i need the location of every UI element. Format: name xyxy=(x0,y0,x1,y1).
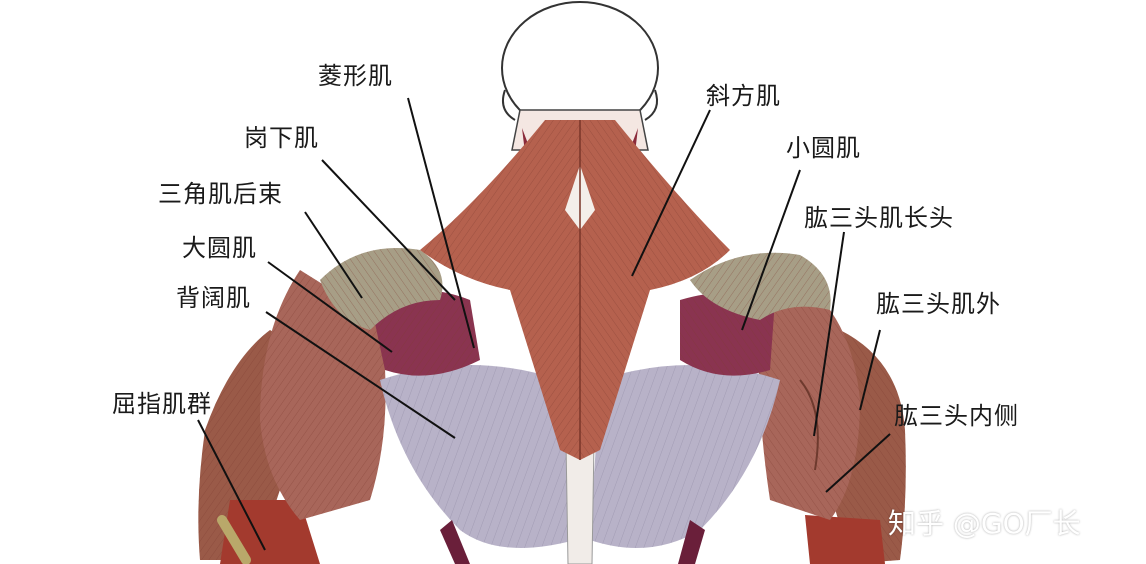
label-forearm-flexors: 屈指肌群 xyxy=(112,392,212,416)
watermark: 知乎 @GO厂长 xyxy=(888,502,1081,542)
label-triceps-lateral: 肱三头肌外 xyxy=(876,292,1001,316)
lats-right xyxy=(590,365,780,548)
label-triceps-medial: 肱三头内侧 xyxy=(894,404,1019,428)
label-teres-minor: 小圆肌 xyxy=(786,136,861,160)
label-teres-major: 大圆肌 xyxy=(182,236,257,260)
label-infraspinatus: 岗下肌 xyxy=(244,126,319,150)
label-triceps-long: 肱三头肌长头 xyxy=(804,206,954,230)
label-rear-delt: 三角肌后束 xyxy=(158,182,283,206)
label-rhomboid: 菱形肌 xyxy=(318,64,393,88)
label-trapezius: 斜方肌 xyxy=(706,84,781,108)
label-lats: 背阔肌 xyxy=(176,286,251,310)
